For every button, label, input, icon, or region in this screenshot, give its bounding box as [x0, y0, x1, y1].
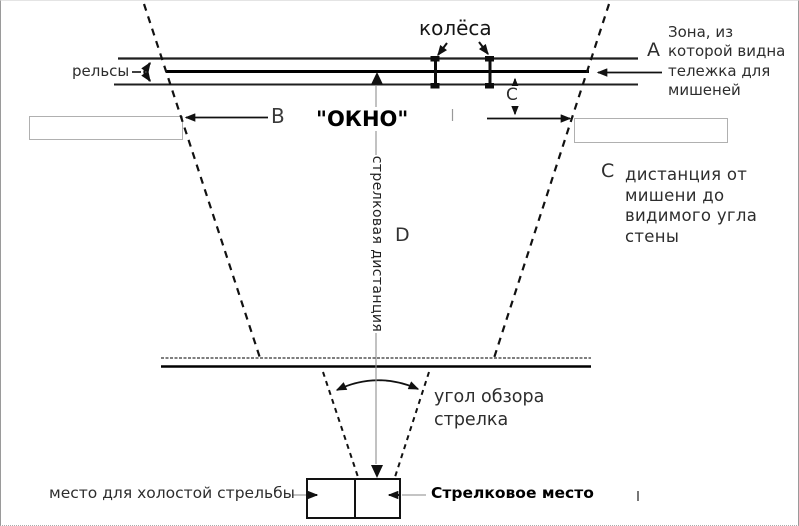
distance-annotation-line: дистанция от	[625, 165, 748, 184]
view-angle-arc	[335, 379, 420, 391]
letter-d-label: D	[395, 224, 410, 246]
wheel-left	[430, 56, 440, 89]
right-wall-rect	[574, 118, 728, 143]
shooting-distance-arrow-down	[371, 465, 383, 478]
letter-c-label: C	[505, 85, 519, 106]
distance-letter-c: С	[601, 160, 615, 182]
zone-annotation-line: тележка для	[668, 61, 771, 80]
left-wall-rect	[29, 116, 183, 140]
view-angle-label-line: стрелка	[434, 409, 509, 430]
shooting-distance-label: стрелковая дистанция	[368, 155, 385, 333]
view-angle-label: угол обзора стрелка	[434, 386, 544, 431]
distance-annotation-line: стены	[625, 226, 680, 246]
distance-annotation: дистанция от мишени до видимого угла сте…	[625, 165, 757, 247]
letter-b-label: B	[271, 104, 285, 128]
view-angle-right-dashed	[394, 371, 430, 478]
zone-annotation-line: Зона, из	[668, 23, 734, 41]
zone-annotation: Зона, из которой видна тележка для мишен…	[668, 23, 785, 100]
zone-letter-a: А	[647, 39, 660, 61]
wheels-pointer-left-arrow	[437, 42, 448, 57]
wheels-pointer-right-arrow	[478, 41, 489, 56]
wheels-label: колёса	[419, 16, 492, 40]
shooting-station-divider	[354, 480, 356, 517]
rails-brace-arrows	[132, 61, 151, 83]
shooting-place-label: Стрелковое место	[431, 484, 594, 502]
rails-label: рельсы	[72, 62, 130, 80]
zone-annotation-line: мишеней	[668, 80, 741, 99]
window-label: "ОКНО"	[314, 107, 411, 132]
sight-line-right-dashed	[492, 3, 611, 359]
sight-line-left-dashed	[142, 3, 262, 359]
dry-fire-place-label: место для холостой стрельбы	[49, 484, 295, 502]
shooting-distance-arrow-up	[371, 72, 383, 85]
distance-annotation-line: видимого угла	[625, 206, 758, 225]
shooting-station-box	[306, 478, 401, 519]
distance-annotation-line: мишени до	[625, 185, 725, 205]
wheel-right	[485, 56, 494, 89]
view-angle-label-line: угол обзора	[434, 387, 545, 407]
zone-annotation-line: которой видна	[668, 42, 786, 61]
